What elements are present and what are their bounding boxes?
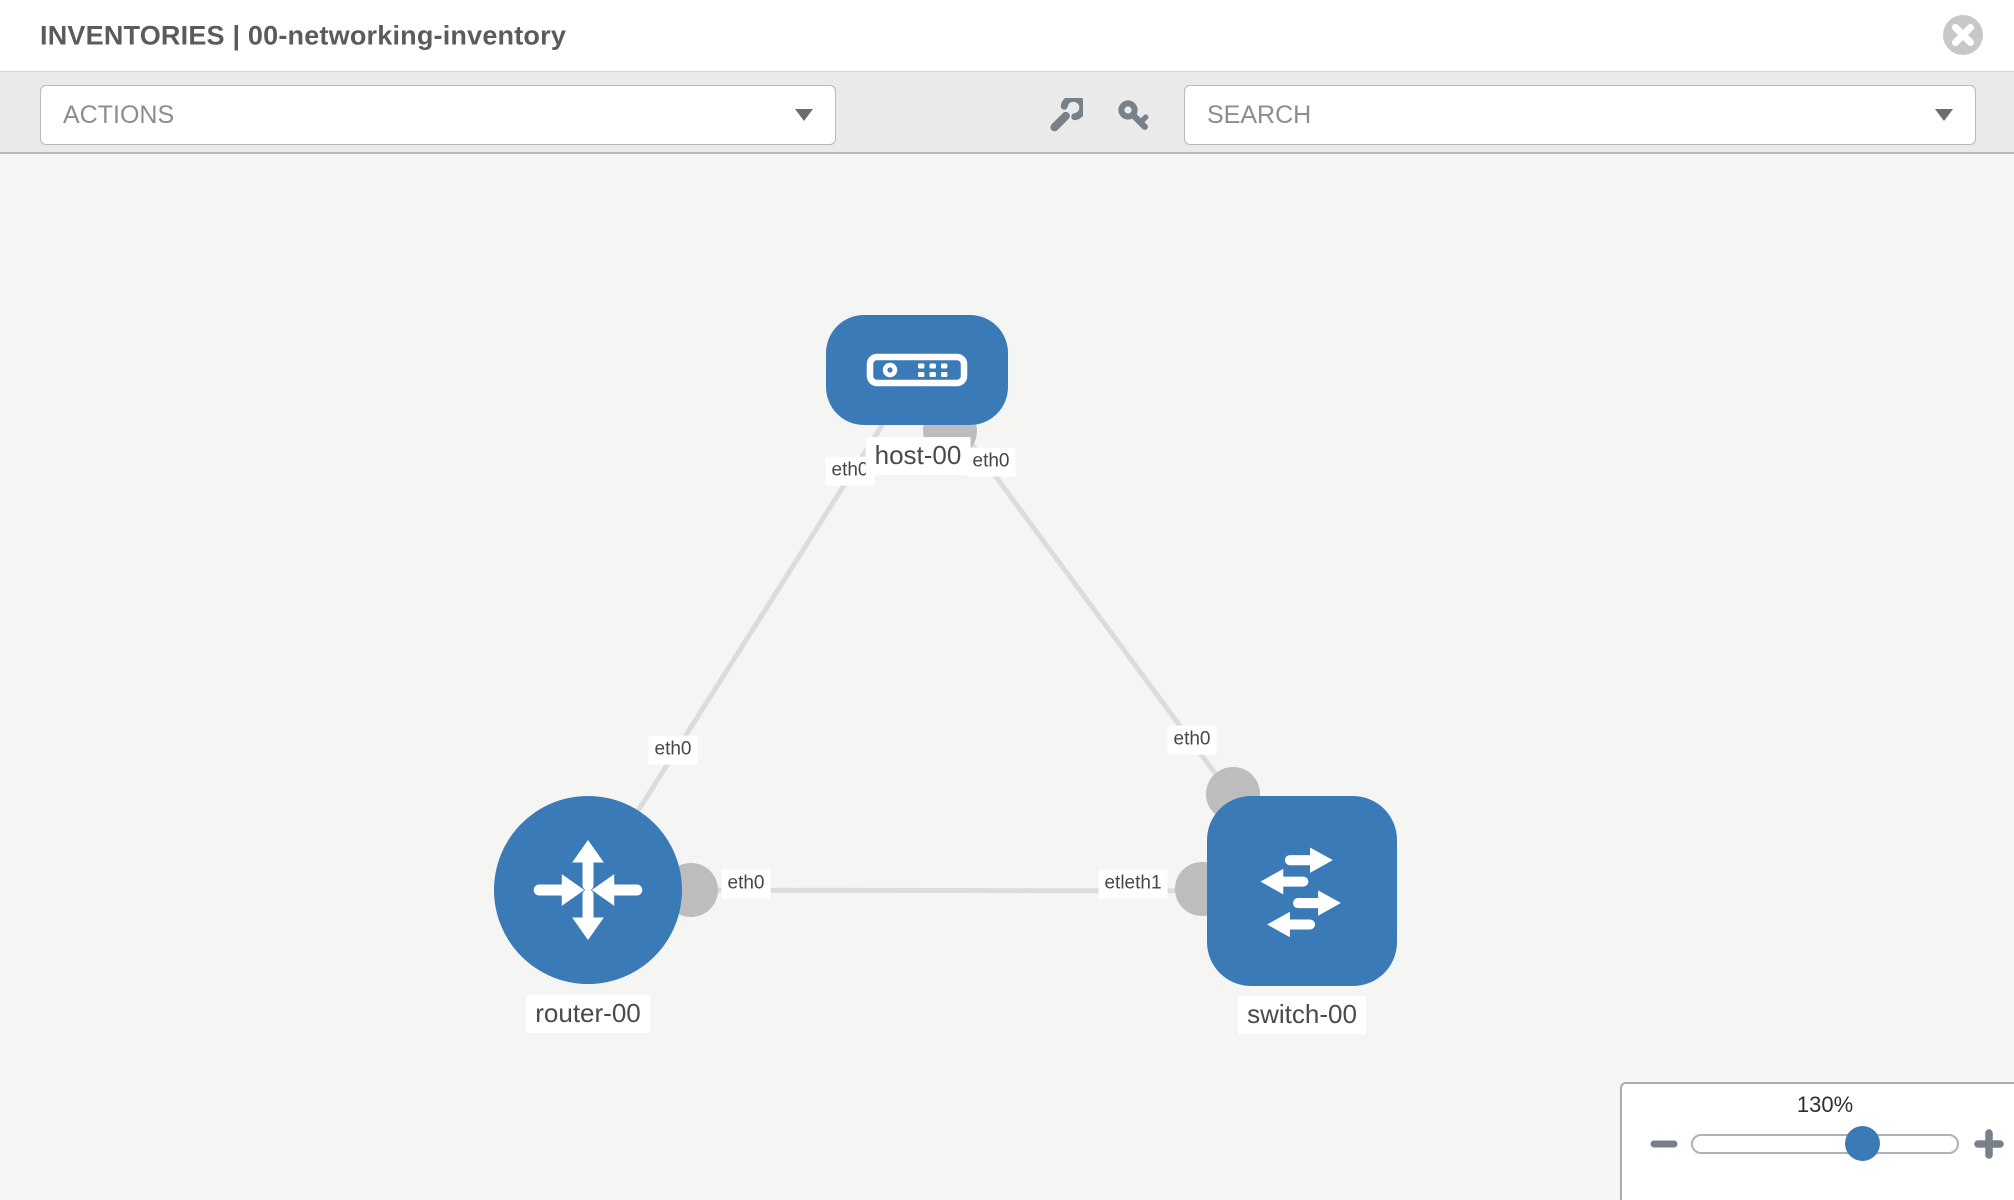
interface-label: etleth1 [1098,869,1168,899]
node-switch-00[interactable] [1207,796,1397,986]
key-icon [1118,100,1149,130]
header: INVENTORIES | 00-networking-inventory [0,0,2014,71]
node-label-switch: switch-00 [1238,996,1366,1034]
router-icon [533,839,643,941]
host-icon [866,353,968,387]
switch-icon [1260,847,1341,938]
credentials-button[interactable] [1116,98,1152,134]
node-router-00[interactable] [494,796,682,984]
topology-links [585,368,1305,894]
interface-label: eth0 [648,735,698,765]
interface-label: eth0 [721,869,771,899]
zoom-level-value: 130% [1796,1092,1854,1117]
close-button[interactable] [1942,14,1984,56]
actions-dropdown-label: ACTIONS [63,100,175,129]
close-icon [1943,15,1983,55]
minus-icon [1650,1140,1678,1148]
interface-label: eth0 [1167,725,1217,755]
zoom-control-panel: 130% [1620,1082,2014,1200]
node-label-router: router-00 [526,995,650,1033]
search-dropdown[interactable]: SEARCH [1184,85,1976,145]
node-label-host: host-00 [865,437,971,475]
node-host-00[interactable] [826,315,1008,425]
plus-icon [1974,1129,2004,1159]
chevron-down-icon [795,109,813,121]
zoom-slider-thumb[interactable] [1845,1126,1880,1161]
zoom-slider[interactable] [1691,1134,1959,1154]
tools-button[interactable] [1047,94,1087,134]
zoom-in-button[interactable] [1974,1129,2004,1159]
toolbar: ACTIONS SEARCH [0,71,2014,154]
zoom-out-button[interactable] [1650,1130,1678,1158]
chevron-down-icon [1935,109,1953,121]
actions-dropdown[interactable]: ACTIONS [40,85,836,145]
page-title: INVENTORIES | 00-networking-inventory [40,20,567,50]
search-dropdown-label: SEARCH [1207,100,1312,129]
topology-canvas[interactable]: eth0 eth0 eth0 eth0 eth0 etleth1 host-00… [0,154,2014,1200]
wrench-icon [1050,94,1087,132]
interface-label: eth0 [966,447,1016,477]
